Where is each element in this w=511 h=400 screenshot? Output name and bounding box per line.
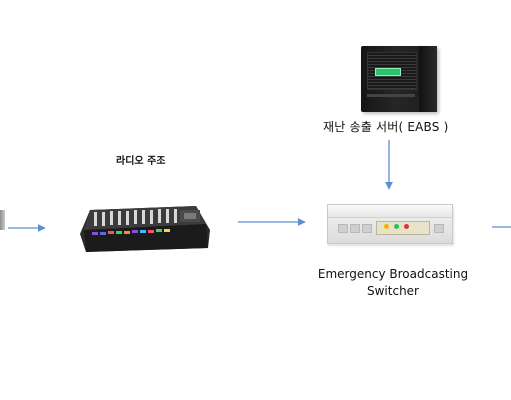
switcher-label-line2: Switcher [367,284,419,298]
switcher-label: Emergency Broadcasting Switcher [308,266,478,300]
server-status-badge [375,68,401,76]
console-label: 라디오 주조 [116,156,166,167]
rack-switcher-icon [327,204,453,244]
server-label: 재난 송출 서버( EABS ) [323,120,449,134]
server-tower-icon [361,46,437,112]
partial-device-icon [0,210,5,230]
switcher-label-line1: Emergency Broadcasting [317,267,469,281]
mixing-console-icon [80,206,210,252]
